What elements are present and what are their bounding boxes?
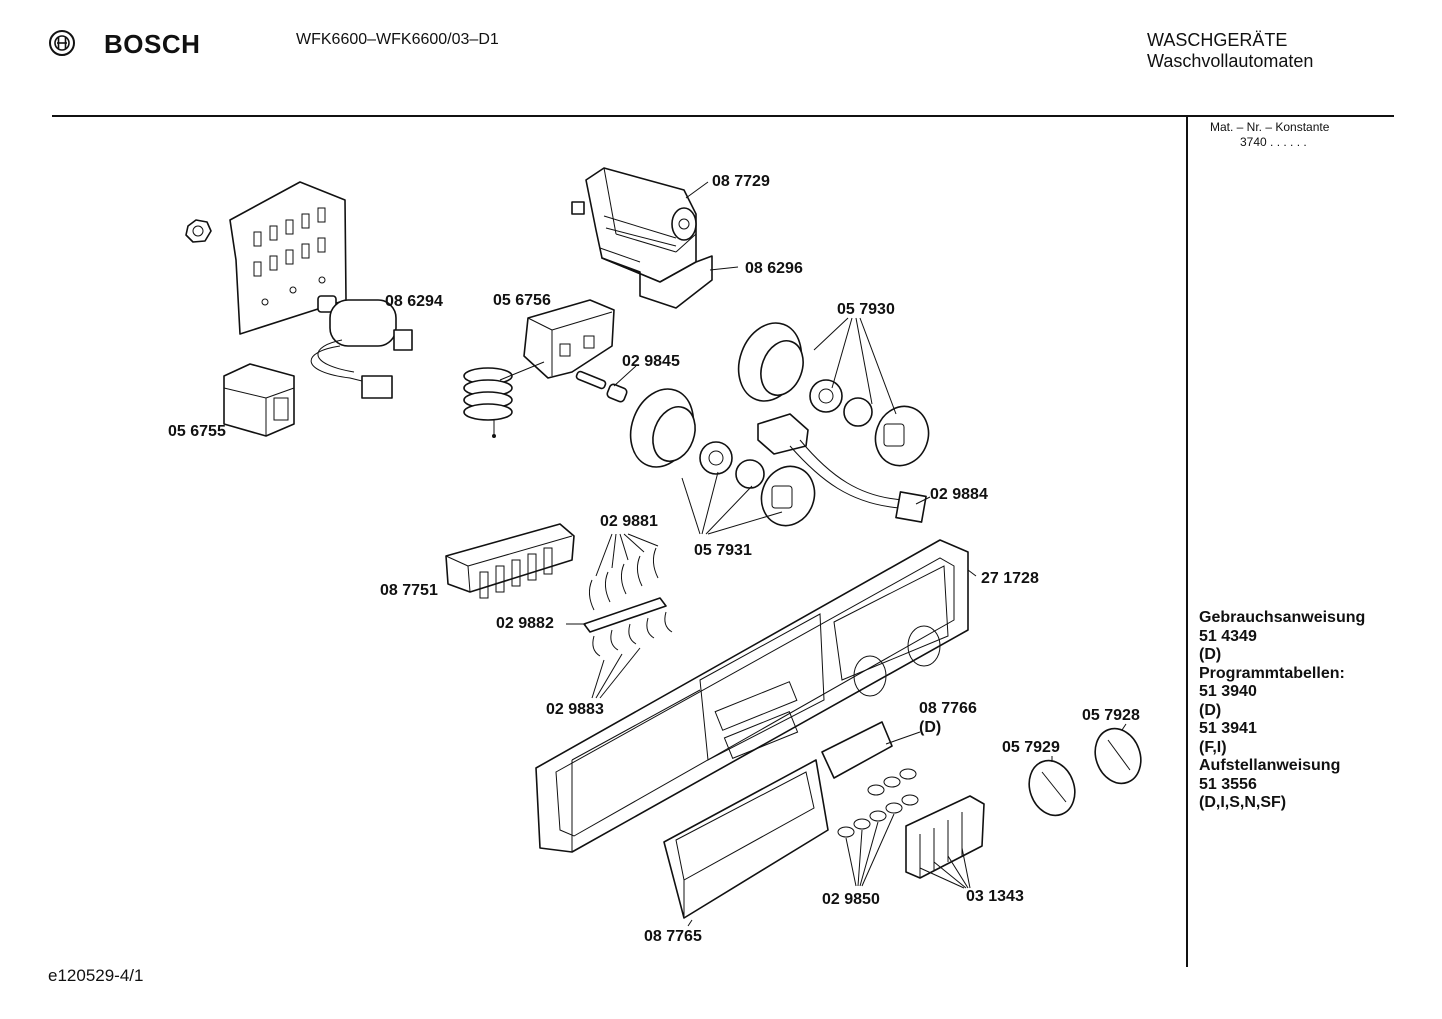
doc-line: Gebrauchsanweisung <box>1199 609 1366 626</box>
part-label: 05 7930 <box>837 301 895 318</box>
brand-name: BOSCH <box>104 29 201 59</box>
knob-hub-lower-part <box>760 465 816 527</box>
control-panel-fascia-part <box>535 539 969 853</box>
doc-line: Aufstellanweisung <box>1199 757 1341 774</box>
heater-coil-part <box>463 361 545 438</box>
capacitor-part <box>310 295 413 399</box>
doc-line: (D,I,S,N,SF) <box>1199 794 1287 811</box>
part-label: 02 9850 <box>822 891 880 908</box>
doc-line: (F,I) <box>1199 738 1227 756</box>
display-window-part <box>821 721 893 779</box>
panel-flap-part <box>663 759 829 919</box>
part-label: 08 7729 <box>712 173 770 190</box>
contact-plate-part <box>583 597 673 657</box>
documentation-list: Gebrauchsanweisung 51 4349 (D) Programmt… <box>1199 609 1365 813</box>
part-label: 02 9884 <box>930 486 988 503</box>
nut-part <box>185 219 212 243</box>
terminal-strip-part <box>445 523 575 599</box>
drawing-code: e120529-4/1 <box>48 966 144 985</box>
doc-line: 51 3941 <box>1199 720 1257 737</box>
knob-right-part <box>1094 727 1142 785</box>
knob-left-part <box>1028 759 1076 817</box>
part-label: 08 6296 <box>745 260 803 277</box>
part-label: 05 7931 <box>694 542 752 559</box>
part-label: 05 6755 <box>168 423 226 440</box>
part-label: 08 7751 <box>380 582 438 599</box>
part-label: 08 7765 <box>644 928 702 945</box>
part-label: 08 7766 <box>919 700 977 717</box>
part-label: (D) <box>919 719 941 736</box>
bosch-logo-icon <box>49 30 75 56</box>
category-subtitle: Waschvollautomaten <box>1147 51 1314 71</box>
doc-line: (D) <box>1199 701 1222 719</box>
knob-disc-upper-part <box>809 379 873 427</box>
side-panel-divider <box>1186 117 1188 967</box>
button-springs-part <box>837 768 919 838</box>
model-number: WFK6600–WFK6600/03–D1 <box>296 31 499 48</box>
header-divider <box>52 115 1394 117</box>
part-label: 05 7929 <box>1002 739 1060 756</box>
door-lock-switch-part <box>523 299 615 379</box>
doc-line: 51 3940 <box>1199 683 1257 700</box>
doc-line: (D) <box>1199 646 1222 663</box>
contact-springs-part <box>588 547 659 611</box>
knob-disc-lower-part <box>699 441 765 489</box>
knob-cap-upper-part <box>737 322 804 402</box>
leader-lines <box>566 181 1127 927</box>
doc-line: 51 3556 <box>1199 775 1257 793</box>
part-label: 27 1728 <box>981 570 1039 587</box>
knob-hub-upper-part <box>874 405 930 467</box>
part-label: 02 9881 <box>600 513 658 530</box>
part-label: 02 9845 <box>622 353 680 370</box>
spring-pin-part <box>575 370 628 403</box>
mat-nr-label: Mat. – Nr. – Konstante <box>1210 120 1330 134</box>
transformer-part <box>223 363 295 437</box>
pushbutton-block-part <box>905 795 985 879</box>
wire-harness-part <box>757 413 927 523</box>
part-label: 05 6756 <box>493 292 551 309</box>
part-label: 03 1343 <box>966 888 1024 905</box>
part-label: 05 7928 <box>1082 707 1140 724</box>
category-title: WASCHGERÄTE <box>1147 30 1288 50</box>
part-label: 02 9883 <box>546 701 604 718</box>
part-label: 02 9882 <box>496 615 554 632</box>
mat-nr-value: 3740 . . . . . . <box>1240 135 1307 149</box>
program-motor-part <box>571 167 713 309</box>
part-label: 08 6294 <box>385 293 443 310</box>
knob-cap-lower-part <box>629 388 696 468</box>
doc-line: 51 4349 <box>1199 627 1257 645</box>
doc-line: Programmtabellen: <box>1199 664 1345 682</box>
